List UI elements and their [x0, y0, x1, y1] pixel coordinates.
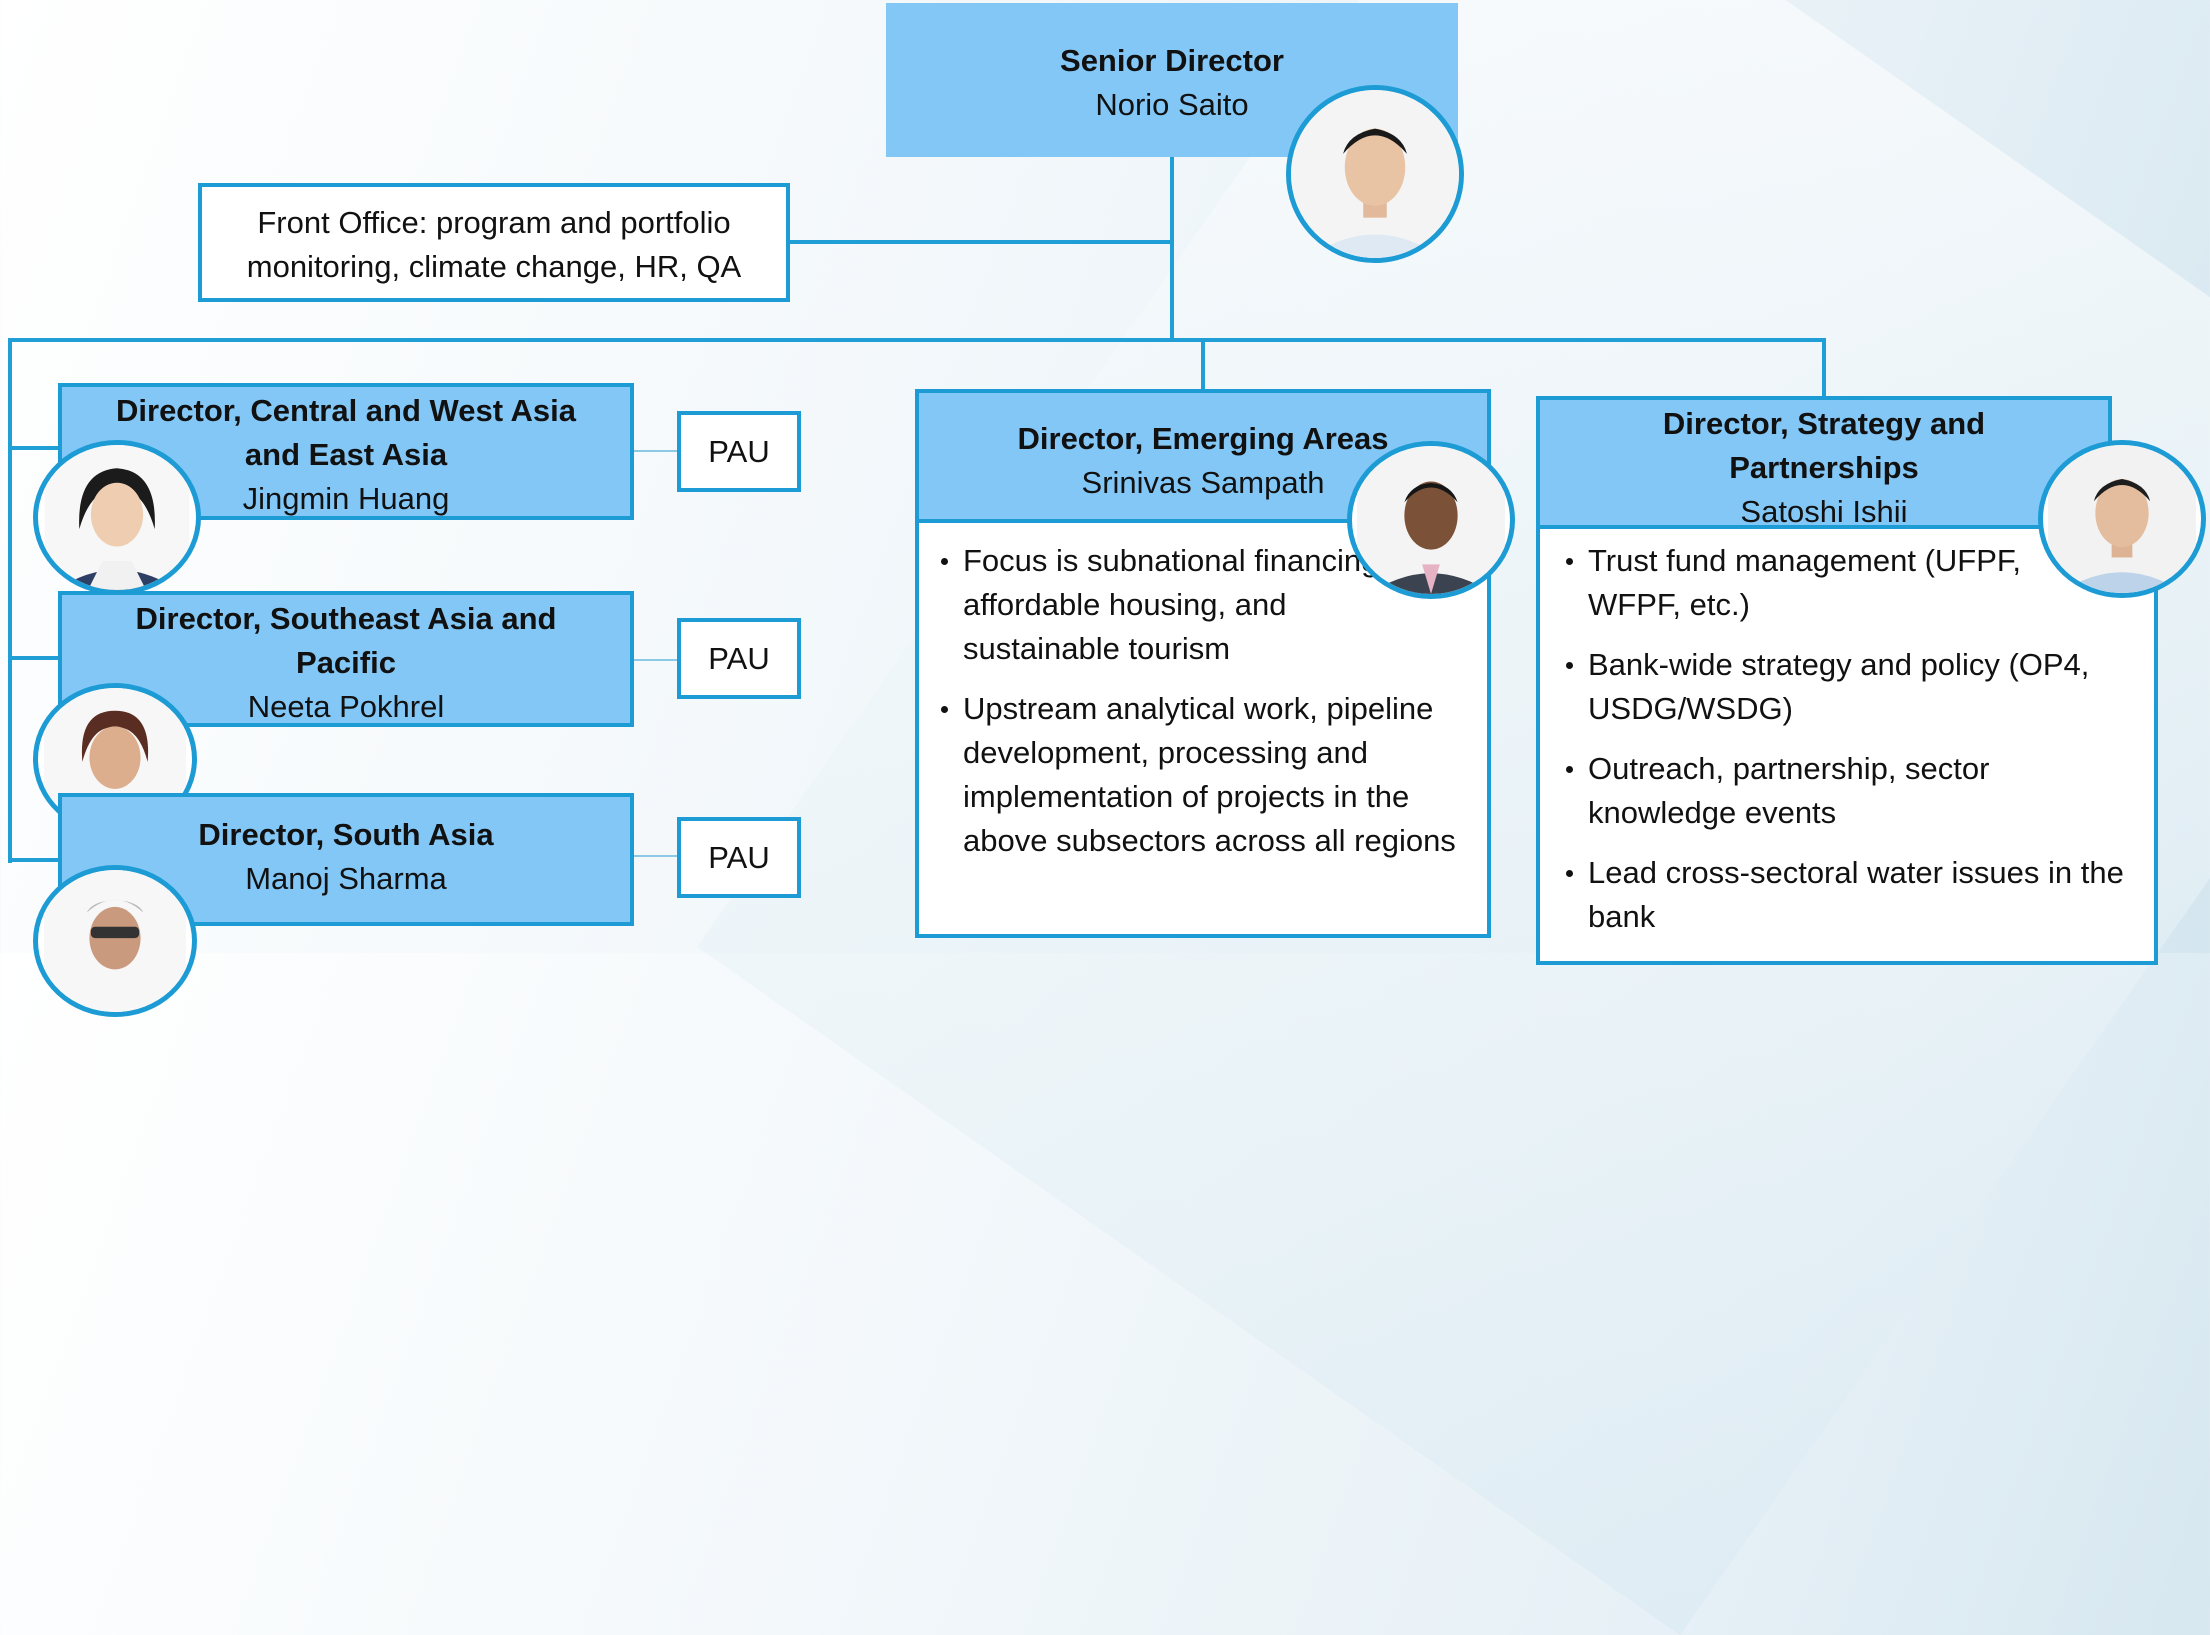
connector-south: [8, 858, 60, 862]
front-office-box: Front Office: program and portfolio moni…: [198, 183, 790, 302]
director-southeast-title-line1: Director, Southeast Asia and: [135, 601, 557, 636]
director-emerging-photo: [1347, 441, 1515, 599]
director-central-west-title-line2: and East Asia: [244, 437, 448, 472]
connector-left-vertical: [8, 338, 12, 863]
connector-southeast: [8, 656, 60, 660]
strategy-bullet: Outreach, partnership, sector knowledge …: [1558, 747, 2134, 835]
director-southeast-name: Neeta Pokhrel: [247, 689, 445, 724]
connector-pau-2: [632, 659, 677, 661]
senior-director-photo: [1286, 85, 1464, 263]
connector-emerging-vertical: [1201, 338, 1205, 391]
pau-box-2: PAU: [677, 618, 801, 699]
pau-box-1: PAU: [677, 411, 801, 492]
strategy-bullet: Bank-wide strategy and policy (OP4, USDG…: [1558, 643, 2134, 731]
senior-director-title: Senior Director: [1060, 43, 1284, 78]
connector-pau-1: [632, 450, 677, 452]
emerging-areas-bullet: Focus is subnational financing, affordab…: [933, 539, 1467, 671]
strategy-bullet-list: Trust fund management (UFPF, WFPF, etc.)…: [1558, 539, 2134, 939]
director-central-west-name: Jingmin Huang: [242, 481, 450, 516]
strategy-bullet: Lead cross-sectoral water issues in the …: [1558, 851, 2134, 939]
director-strategy-title-line1: Director, Strategy and: [1662, 406, 1986, 441]
director-central-west-title-line1: Director, Central and West Asia: [116, 393, 576, 428]
front-office-line2: monitoring, climate change, HR, QA: [246, 249, 742, 284]
front-office-line1: Front Office: program and portfolio: [257, 205, 731, 240]
connector-main-horizontal: [8, 338, 1826, 342]
strategy-bullet: Trust fund management (UFPF, WFPF, etc.): [1558, 539, 2134, 627]
director-strategy-box: Director, Strategy and Partnerships Sato…: [1536, 396, 2112, 529]
director-south-photo: [33, 865, 197, 1017]
director-south-title: Director, South Asia: [198, 817, 494, 852]
director-emerging-name: Srinivas Sampath: [1081, 465, 1325, 500]
director-southeast-title-line2: Pacific: [296, 645, 396, 680]
pau-box-3: PAU: [677, 817, 801, 898]
director-south-name: Manoj Sharma: [245, 861, 447, 896]
emerging-areas-bullet-list: Focus is subnational financing, affordab…: [933, 539, 1467, 863]
connector-pau-3: [632, 855, 677, 857]
emerging-areas-bullet: Upstream analytical work, pipeline devel…: [933, 687, 1467, 863]
strategy-partnerships-details: Trust fund management (UFPF, WFPF, etc.)…: [1536, 525, 2158, 965]
connector-strategy-vertical: [1822, 338, 1826, 400]
connector-central-west: [8, 446, 60, 450]
director-strategy-title-line2: Partnerships: [1729, 450, 1919, 485]
senior-director-box: Senior Director Norio Saito: [886, 3, 1458, 157]
connector-senior-vertical: [1170, 157, 1174, 340]
director-central-west-photo: [33, 440, 201, 595]
director-strategy-photo: [2038, 440, 2206, 598]
connector-front-office: [789, 240, 1172, 244]
director-strategy-name: Satoshi Ishii: [1740, 494, 1908, 529]
director-emerging-title: Director, Emerging Areas: [1017, 421, 1389, 456]
senior-director-name: Norio Saito: [1095, 87, 1249, 122]
